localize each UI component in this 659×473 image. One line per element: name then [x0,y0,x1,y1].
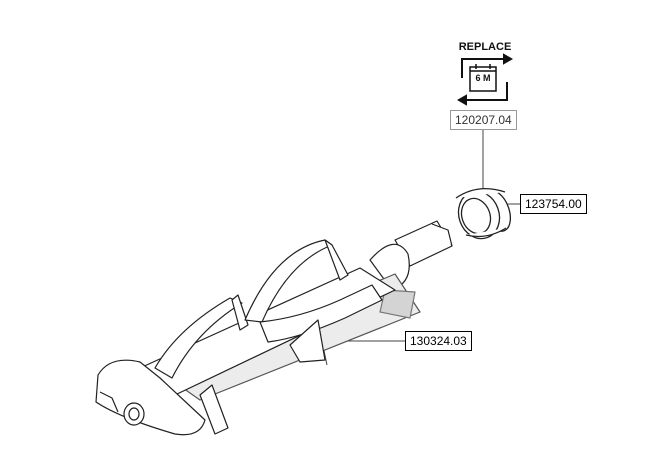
part-number-123754: 123754.00 [520,194,587,214]
replace-label: REPLACE [458,41,512,53]
auger-part [95,220,453,436]
calendar-icon [469,64,497,92]
replace-interval: 6 M [475,73,491,83]
arrow-left-icon [466,82,508,101]
part-number-130324: 130324.03 [405,331,472,351]
part-number-120207: 120207.04 [450,110,517,130]
arrow-right-icon [461,58,504,78]
replace-badge [456,53,514,106]
seal-ring [455,187,512,240]
